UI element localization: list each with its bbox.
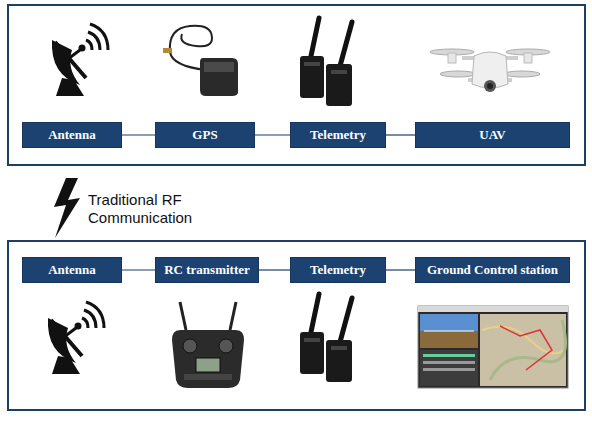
propeller [504, 71, 540, 77]
connector-line [122, 134, 155, 135]
motor [524, 53, 532, 63]
radio-antenna [340, 298, 352, 342]
radio-detail [304, 62, 320, 66]
gcs-hud [420, 314, 478, 348]
process-box: RC transmitter [155, 257, 259, 283]
radio-detail [331, 70, 347, 74]
connector-line [122, 269, 155, 270]
drone-lens [487, 83, 493, 89]
radio-box [300, 332, 324, 374]
wave [86, 302, 104, 328]
gcs-map-route [500, 326, 552, 370]
box-label: Telemetry [310, 128, 366, 142]
connector-line [386, 134, 415, 135]
telemetry-icon [300, 294, 352, 382]
radio-box [326, 340, 352, 382]
rc-body [172, 330, 244, 388]
dish-icon [52, 24, 108, 96]
gcs-menubar [418, 306, 568, 312]
radio-detail [304, 338, 320, 342]
motor [448, 53, 456, 63]
rc-stick [183, 339, 197, 353]
radio-box [326, 64, 352, 106]
process-box: Telemetry [290, 122, 386, 148]
lightning-symbol [54, 178, 80, 238]
radio-detail [331, 346, 347, 350]
dish-tip [75, 323, 82, 330]
radio-antenna [311, 18, 319, 56]
gcs-horizon [424, 331, 474, 332]
connector-line [386, 269, 415, 270]
wave [84, 310, 96, 328]
dish-rim [55, 42, 86, 78]
process-box: GPS [155, 122, 255, 148]
rc-stick [219, 339, 233, 353]
telemetry-icon [300, 18, 352, 106]
drone-icon [430, 49, 550, 92]
rc-screen [196, 358, 220, 372]
gcs-panel-row [423, 354, 475, 357]
gcs-window [418, 306, 568, 388]
rc-buttons [184, 374, 232, 380]
gcs-screenshot [418, 306, 568, 388]
dish-tip [79, 45, 86, 52]
gcs-map [480, 314, 566, 386]
link-label: Traditional RF Communication [88, 191, 218, 227]
process-box: Telemetry [290, 257, 386, 283]
dish-bowl [52, 40, 80, 85]
box-label: Antenna [48, 128, 96, 142]
connector-line [259, 269, 290, 270]
wave [82, 318, 88, 328]
top-panel [8, 5, 585, 165]
gps-icon [163, 26, 238, 96]
wave [90, 24, 108, 50]
process-box: Antenna [22, 122, 122, 148]
radio-box [300, 56, 324, 98]
gcs-map-area [490, 320, 566, 380]
box-label: UAV [479, 128, 506, 142]
gps-cable [170, 26, 212, 52]
dish-feed [60, 328, 76, 340]
radio-antenna [311, 294, 319, 332]
bottom-panel [8, 241, 585, 410]
rc-antenna [180, 302, 186, 330]
box-label: RC transmitter [164, 263, 250, 277]
process-box: Antenna [22, 257, 122, 283]
gcs-panel [420, 350, 478, 386]
wave [88, 32, 100, 50]
wave [86, 40, 92, 50]
gps-connector [163, 48, 172, 53]
box-label: Telemetry [310, 263, 366, 277]
rc-transmitter-icon [172, 302, 244, 388]
box-label: Ground Control station [427, 263, 558, 277]
box-label: GPS [192, 128, 217, 142]
dish-stand [52, 356, 80, 374]
dish-stand [56, 78, 84, 96]
gps-top [204, 62, 234, 72]
gcs-panel-row [423, 361, 475, 364]
drone-camera [484, 80, 496, 92]
box-label: Antenna [48, 263, 96, 277]
dish-bowl [48, 318, 76, 363]
gcs-panel-row [423, 368, 475, 371]
process-box: UAV [415, 122, 570, 148]
propeller [440, 71, 476, 77]
dish-rim [51, 320, 82, 356]
process-box: Ground Control station [415, 257, 570, 283]
radio-antenna [340, 22, 352, 66]
connector-line [255, 134, 290, 135]
gcs-hud-ground [420, 331, 478, 348]
dish-feed [64, 50, 80, 62]
dish-icon [48, 302, 104, 374]
rc-antenna [230, 302, 236, 330]
gps-puck [200, 58, 238, 96]
